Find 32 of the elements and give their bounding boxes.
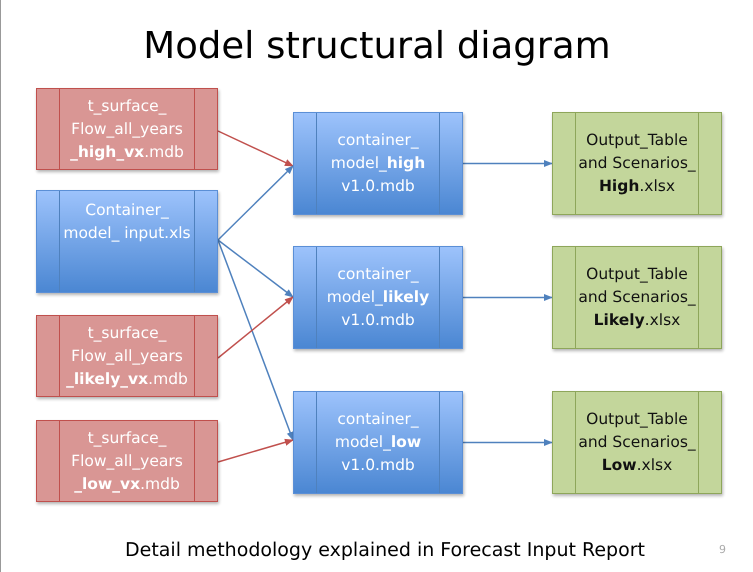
arrow xyxy=(463,160,553,168)
box-text: Output_Table and Scenarios_ High.xlsx xyxy=(577,130,697,197)
box-text: t_surface_ Flow_all_years _likely_vx.mdb xyxy=(65,322,189,390)
footnote: Detail methodology explained in Forecast Input Report xyxy=(125,539,645,561)
page-number: 9 xyxy=(719,543,726,556)
arrow xyxy=(217,240,294,441)
box-text: container_ model_low v1.0.mdb xyxy=(334,409,422,476)
process-box xyxy=(36,190,218,293)
process-box xyxy=(36,420,218,502)
process-box xyxy=(293,391,463,494)
process-box xyxy=(552,391,722,494)
arrow xyxy=(463,294,553,302)
process-box xyxy=(36,88,218,170)
process-box xyxy=(552,112,722,215)
box-text: Output_Table and Scenarios_ Low.xlsx xyxy=(577,409,697,476)
arrow xyxy=(218,130,294,167)
arrow xyxy=(218,239,294,298)
box-text: t_surface_ Flow_all_years _high_vx.mdb xyxy=(69,96,185,163)
diagram-title: Model structural diagram xyxy=(142,24,612,67)
box-text: t_surface_ Flow_all_years _low_vx.mdb xyxy=(70,428,184,495)
box-text: container_ model_high v1.0.mdb xyxy=(330,130,426,197)
arrow xyxy=(463,438,553,446)
arrow xyxy=(218,296,294,359)
box-text: container_ model_likely v1.0.mdb xyxy=(326,264,430,331)
process-box xyxy=(552,246,722,349)
process-box xyxy=(293,246,463,349)
box-text: Container_ model_ input.xls xyxy=(62,200,192,244)
arrow xyxy=(218,438,294,463)
process-box xyxy=(36,315,218,397)
arrow xyxy=(217,165,294,241)
box-text: Output_Table and Scenarios_ Likely.xlsx xyxy=(577,264,697,331)
process-box xyxy=(293,112,463,215)
